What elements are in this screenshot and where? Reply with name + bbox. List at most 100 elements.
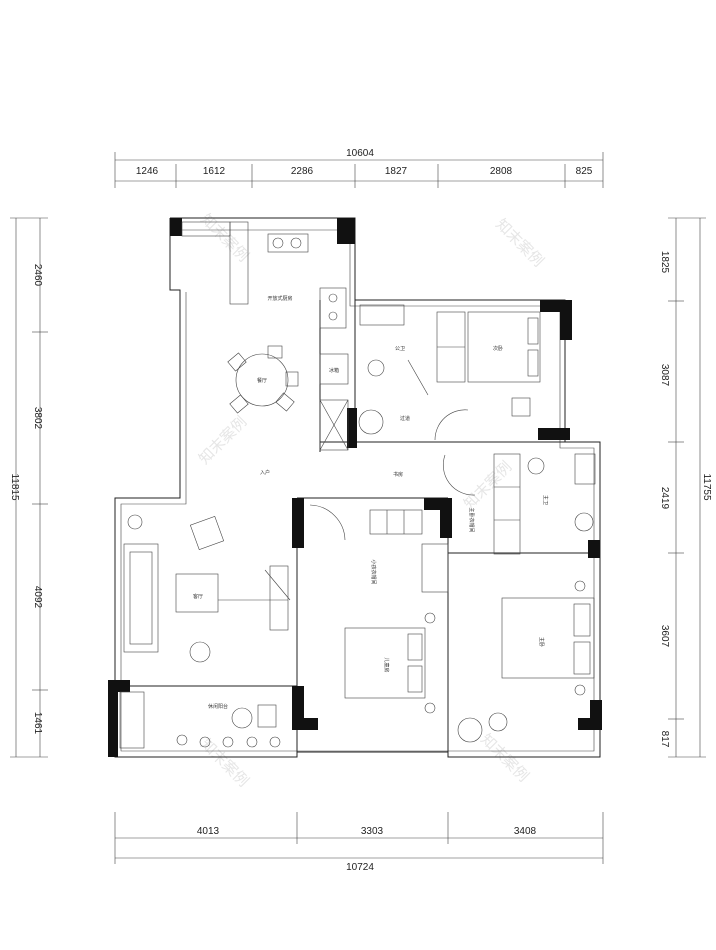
dining-chair xyxy=(229,394,249,414)
right-dimension-2: 3087 xyxy=(659,364,670,387)
plant-icon xyxy=(269,736,281,748)
side-table xyxy=(127,514,143,530)
pillar xyxy=(292,498,304,548)
room-label-study: 书房 xyxy=(393,471,403,478)
bottom-dimension-2: 3303 xyxy=(361,826,384,837)
pillar xyxy=(108,680,118,757)
kitchen-counter xyxy=(319,287,347,329)
pillow xyxy=(573,641,591,675)
pillar xyxy=(538,428,570,440)
left-dimension-1: 2460 xyxy=(32,264,43,287)
lamp-icon xyxy=(574,580,586,592)
watermark: 知末案例 xyxy=(195,413,250,468)
left-dimension-line: 11815 2460 3802 4092 1461 xyxy=(9,217,48,758)
bed xyxy=(501,597,595,679)
toilet-icon xyxy=(367,359,385,377)
dining-area: 餐厅 冰箱 xyxy=(227,345,349,451)
round-table xyxy=(231,707,253,729)
top-total-dimension: 10604 xyxy=(346,148,374,159)
room-label-kids-wardrobe: 小孩衣帽间 xyxy=(370,559,377,584)
right-dimension-1: 1825 xyxy=(659,251,670,274)
plant-icon xyxy=(199,736,211,748)
armchair xyxy=(457,717,483,743)
left-dimension-3: 4092 xyxy=(32,586,43,609)
door-swing xyxy=(434,409,469,441)
hall-area: 书房 xyxy=(309,454,476,541)
watermark: 知末案例 xyxy=(460,458,515,513)
left-dimension-4: 1461 xyxy=(32,712,43,735)
room-label-public-bath: 公卫 xyxy=(395,346,405,352)
top-dimension-1: 1246 xyxy=(136,166,159,177)
door-swing xyxy=(442,454,476,496)
watermark: 知末案例 xyxy=(477,730,532,785)
sink-basin xyxy=(290,237,302,249)
pillar xyxy=(347,408,357,448)
top-dimension-5: 2808 xyxy=(490,166,513,177)
plant-icon xyxy=(222,736,234,748)
kids-room: 小孩衣帽间 儿童房 xyxy=(344,509,449,714)
room-label-master-bedroom: 主卧 xyxy=(538,637,545,647)
cabinet xyxy=(421,543,449,593)
bottom-dimension-line: 4013 3303 3408 10724 xyxy=(114,812,604,873)
balcony: 休闲阳台 xyxy=(119,691,281,749)
pillar xyxy=(337,218,355,244)
top-dimension-2: 1612 xyxy=(203,166,226,177)
watermark: 知末案例 xyxy=(197,735,252,790)
pillar xyxy=(588,540,600,558)
pillar xyxy=(170,218,182,236)
plant-icon xyxy=(246,736,258,748)
desk-chair xyxy=(511,397,531,417)
washer xyxy=(119,691,145,749)
walkin-closet xyxy=(493,453,521,555)
room-label-kitchen: 开放式厨房 xyxy=(267,295,292,302)
pillar xyxy=(560,300,572,340)
tv-cabinet xyxy=(269,565,289,631)
room-label-living: 客厅 xyxy=(193,593,203,600)
room-label-small-bedroom: 次卧 xyxy=(493,345,503,352)
basin-icon xyxy=(358,409,384,435)
master-suite-services: 主卧衣帽间 主卫 xyxy=(468,453,596,555)
bottom-total-dimension: 10724 xyxy=(346,862,374,873)
toilet-icon xyxy=(527,457,545,475)
room-label-master-bath: 主卫 xyxy=(542,495,549,505)
sofa-cushion xyxy=(129,551,153,645)
top-dimension-6: 825 xyxy=(576,166,593,177)
room-label-corridor: 过道 xyxy=(400,415,410,422)
pillow xyxy=(407,633,423,661)
stove-burner-icon xyxy=(328,311,338,321)
watermark: 知末案例 xyxy=(492,215,547,270)
bottom-dimension-1: 4013 xyxy=(197,826,220,837)
top-dimension-3: 2286 xyxy=(291,166,314,177)
outer-walls xyxy=(114,217,601,758)
public-bathroom: 公卫 过道 xyxy=(358,304,469,441)
lounge-chair xyxy=(257,704,277,728)
master-bedroom: 主卧 xyxy=(457,580,595,743)
pillow xyxy=(573,603,591,637)
pillar xyxy=(296,718,318,730)
pillar xyxy=(578,718,602,730)
lamp-icon xyxy=(574,684,586,696)
coffee-table xyxy=(175,573,219,613)
label-entry: 入户 xyxy=(260,469,270,476)
room-label-kids: 儿童房 xyxy=(383,657,390,672)
plant-icon xyxy=(176,734,188,746)
left-dimension-2: 3802 xyxy=(32,407,43,430)
bottom-dimension-3: 3408 xyxy=(514,826,537,837)
top-dimension-4: 1827 xyxy=(385,166,408,177)
wardrobe xyxy=(369,509,423,535)
door-swing xyxy=(309,504,346,541)
side-table xyxy=(488,712,508,732)
lamp-icon xyxy=(424,702,436,714)
kitchen-sink xyxy=(267,233,309,253)
sink-basin xyxy=(272,237,284,249)
ottoman xyxy=(189,641,211,663)
left-total-dimension: 11815 xyxy=(9,473,20,501)
room-label-master-walkin: 主卧衣帽间 xyxy=(468,507,475,532)
dining-chair xyxy=(227,352,247,372)
dining-chair xyxy=(267,345,283,359)
right-dimension-line: 11755 1825 3087 2419 3607 817 xyxy=(659,217,712,758)
bed xyxy=(344,627,426,699)
armchair xyxy=(189,515,225,551)
fridge xyxy=(319,353,349,385)
